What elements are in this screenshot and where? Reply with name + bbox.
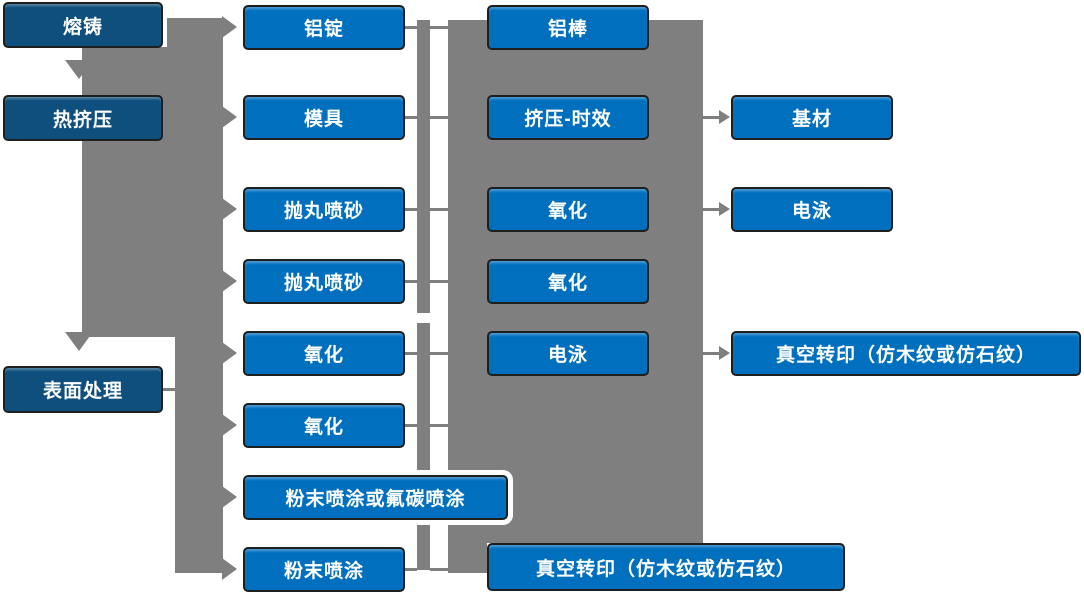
- node-jiya-shixiao-label: 挤压-时效: [524, 109, 612, 130]
- node-rejiya: 热挤压: [3, 95, 163, 141]
- node-fenmo-futan: 粉末喷涂或氟碳喷涂: [238, 470, 513, 525]
- node-yanghua2: 氧化: [243, 403, 405, 448]
- connector-band-top-riser: [167, 18, 223, 47]
- tick-rail-block-r3: [430, 208, 448, 211]
- node-yanghua1-label: 氧化: [303, 345, 344, 366]
- tick-rail-block-r8: [430, 568, 448, 571]
- rail-upper: [417, 20, 430, 313]
- node-yanghua3-label: 氧化: [547, 201, 588, 222]
- node-biaomianchuli: 表面处理: [3, 366, 163, 413]
- tick-muju-rail: [405, 116, 417, 119]
- arrow-to-paowan1: [222, 198, 237, 220]
- tick-rail-block-r2: [430, 116, 448, 119]
- tick-paowan2-rail: [405, 280, 417, 283]
- stub-biaomianchuli: [163, 388, 177, 391]
- node-jiya-shixiao: 挤压-时效: [487, 95, 649, 140]
- arrow-down-to-biaomianchuli: [65, 332, 93, 351]
- node-paowan1-label: 抛丸喷砂: [283, 201, 364, 222]
- arrow-to-fenmo: [222, 558, 237, 580]
- connector-band-main: [82, 47, 223, 337]
- node-fenmo-label: 粉末喷涂: [283, 561, 364, 582]
- rail-lower: [417, 323, 430, 570]
- block-column3-foot: [448, 543, 487, 573]
- node-dianyong2-label: 电泳: [791, 201, 832, 222]
- node-zhenkong-bottom-label: 真空转印（仿木纹或仿石纹）: [535, 558, 796, 580]
- node-muju: 模具: [243, 95, 405, 140]
- node-yanghua2-label: 氧化: [303, 417, 344, 438]
- tick-fenmo-rail: [405, 568, 417, 571]
- node-fenmo-futan-label: 粉末喷涂或氟碳喷涂: [285, 489, 466, 510]
- node-paowan2: 抛丸喷砂: [243, 259, 405, 304]
- node-jicai-label: 基材: [791, 109, 832, 130]
- node-biaomianchuli-label: 表面处理: [42, 381, 123, 402]
- node-lvding: 铝锭: [243, 5, 405, 50]
- arrow-to-jicai: [719, 110, 730, 124]
- shaft-to-dianyong2: [703, 208, 720, 211]
- arrow-to-lvding: [222, 16, 237, 38]
- node-muju-label: 模具: [303, 109, 344, 130]
- node-rejiya-label: 热挤压: [52, 109, 113, 131]
- node-zhenkong-bottom: 真空转印（仿木纹或仿石纹）: [487, 543, 845, 591]
- node-zhenkong-right-label: 真空转印（仿木纹或仿石纹）: [775, 345, 1036, 366]
- tick-rail-block-r4: [430, 280, 448, 283]
- shaft-to-zhenkong-right: [703, 352, 720, 355]
- tick-rail-block-r6: [430, 424, 448, 427]
- node-yanghua3: 氧化: [487, 187, 649, 232]
- tick-lvding-rail: [405, 26, 417, 29]
- tick-rail-block-r1: [430, 26, 448, 29]
- node-paowan2-label: 抛丸喷砂: [283, 273, 364, 294]
- node-yanghua4-label: 氧化: [547, 273, 588, 294]
- shaft-to-jicai: [703, 116, 720, 119]
- tick-yanghua2-rail: [405, 424, 417, 427]
- node-dianyong2: 电泳: [731, 187, 893, 232]
- arrow-to-muju: [222, 106, 237, 128]
- node-fenmo: 粉末喷涂: [243, 547, 405, 592]
- node-rongzhu-label: 熔铸: [62, 16, 103, 38]
- arrow-to-fenmo-futan: [222, 486, 237, 508]
- arrow-to-paowan2: [222, 270, 237, 292]
- node-paowan1: 抛丸喷砂: [243, 187, 405, 232]
- node-lvbang: 铝棒: [487, 5, 649, 50]
- node-yanghua1: 氧化: [243, 331, 405, 376]
- node-jicai: 基材: [731, 95, 893, 140]
- node-yanghua4: 氧化: [487, 259, 649, 304]
- node-rongzhu: 熔铸: [3, 2, 163, 48]
- node-dianyong1-label: 电泳: [547, 345, 588, 366]
- node-lvding-label: 铝锭: [303, 19, 344, 40]
- node-lvbang-label: 铝棒: [547, 19, 588, 40]
- arrow-to-dianyong2: [719, 202, 730, 216]
- node-dianyong1: 电泳: [487, 331, 649, 376]
- arrow-to-zhenkong-right: [719, 346, 730, 360]
- tick-yanghua1-rail: [405, 352, 417, 355]
- arrow-down-to-rejiya: [65, 60, 93, 79]
- arrow-to-yanghua1: [222, 342, 237, 364]
- tick-rail-block-r5: [430, 352, 448, 355]
- arrow-to-yanghua2: [222, 414, 237, 436]
- node-zhenkong-right: 真空转印（仿木纹或仿石纹）: [731, 331, 1081, 376]
- tick-paowan1-rail: [405, 208, 417, 211]
- connector-band-lower: [175, 337, 223, 573]
